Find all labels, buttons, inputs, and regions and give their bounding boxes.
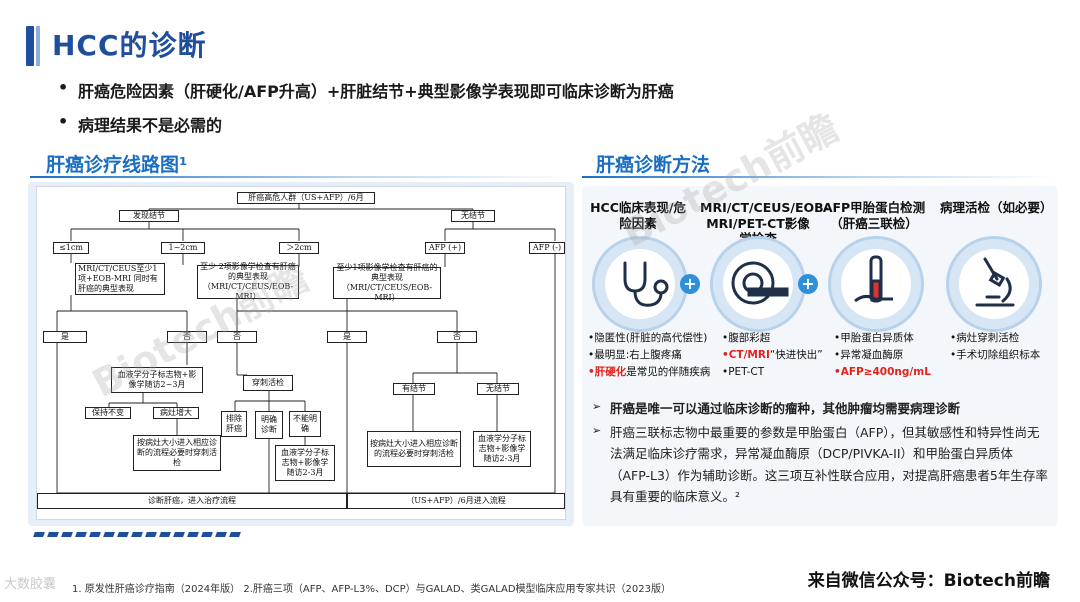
feature-item: •CT/MRI“快进快出” bbox=[722, 347, 823, 364]
feature-highlight: •AFP≥400ng/mL bbox=[834, 365, 931, 378]
fc-biopsy: 穿刺活检 bbox=[243, 375, 293, 391]
microscope-icon bbox=[946, 236, 1042, 332]
features-pathology: •病灶穿刺活检 •手术切除组织标本 bbox=[950, 330, 1040, 364]
fc-mri-one-plus-eob: MRI/CT/CEUS至少1项+EOB-MRI 同时有肝癌的典型表现 bbox=[75, 263, 165, 295]
feature-item: •手术切除组织标本 bbox=[950, 348, 1041, 361]
left-section-underline bbox=[30, 176, 576, 178]
feature-text: “快进快出” bbox=[769, 348, 823, 361]
feature-text: 是 bbox=[626, 365, 637, 378]
feature-item: •肝硬化是常见的伴随疾病 bbox=[588, 364, 710, 381]
feature-item: •隐匿性(肝脏的高代偿性) bbox=[588, 332, 708, 344]
stethoscope-icon bbox=[592, 236, 688, 332]
method-head-pathology: 病理活检（如必要） bbox=[940, 200, 1053, 215]
fc-diagnosed: 明确诊断 bbox=[255, 411, 283, 439]
fc-no-nodule: 无结节 bbox=[451, 210, 495, 222]
plus-icon: + bbox=[798, 274, 818, 294]
fc-high-risk-group: 肝癌高危人群（US+AFP）/6月 bbox=[237, 192, 375, 204]
source-credit: 来自微信公众号：Biotech前瞻 bbox=[807, 571, 1050, 591]
fc-excluded: 排除肝癌 bbox=[221, 411, 247, 437]
fc-no-3: 否 bbox=[437, 331, 477, 343]
blood-test-tube-icon bbox=[828, 236, 924, 332]
fc-gt-2cm: ＞2cm bbox=[279, 242, 319, 254]
feature-item: •病灶穿刺活检 bbox=[950, 332, 1020, 344]
feature-item: •腹部彩超 bbox=[722, 332, 771, 344]
fc-no-1: 否 bbox=[167, 331, 207, 343]
fc-has-nodule: 有结节 bbox=[393, 383, 435, 395]
title-accent-bar bbox=[26, 26, 34, 66]
method-head-clinical: HCC临床表现/危险因素 bbox=[590, 200, 686, 231]
right-section-title: 肝癌诊断方法 bbox=[596, 154, 711, 176]
fc-no-2: 否 bbox=[217, 331, 257, 343]
fc-unclear: 不能明确 bbox=[289, 411, 321, 437]
fc-no-nodule-2: 无结节 bbox=[477, 383, 519, 395]
fc-yes-1: 是 bbox=[43, 331, 87, 343]
fc-followup-2: 血液学分子标志物+影像学随访2-3月 bbox=[275, 445, 335, 481]
feature-highlight: •CT/MRI bbox=[722, 348, 770, 361]
fc-1-2cm: 1~2cm bbox=[161, 242, 205, 254]
feature-highlight: •肝硬化 bbox=[588, 365, 627, 378]
footnote: 1. 原发性肝癌诊疗指南（2024年版） 2.肝癌三项（AFP、AFP-L3%、… bbox=[72, 584, 671, 595]
plus-icon: + bbox=[680, 274, 700, 294]
fc-stable: 保持不变 bbox=[85, 407, 131, 419]
title-accent-bar-light bbox=[36, 26, 40, 66]
bullet-item: 肝癌危险因素（肝硬化/AFP升高）+肝脏结节+典型影像学表现即可临床诊断为肝癌 bbox=[58, 78, 674, 102]
fc-followup-3: 血液学分子标志物+影像学随访2-3月 bbox=[473, 431, 531, 467]
fc-two-imaging: 至少 2项影像学检查有肝癌的典型表现（MRI/CT/CEUS/EOB-MRI） bbox=[197, 262, 299, 301]
page-title: HCC的诊断 bbox=[52, 29, 207, 62]
left-section-title: 肝癌诊疗线路图¹ bbox=[46, 154, 188, 176]
fc-afp-negative: AFP (-) bbox=[529, 242, 565, 254]
fc-followup-1: 血液学分子标志物+影像学随访2~3月 bbox=[111, 367, 203, 393]
decorative-dash-strip bbox=[33, 532, 241, 537]
fc-found-nodule: 发现结节 bbox=[119, 210, 179, 222]
fc-by-lesion-size-2: 按病灶大小进入相应诊断的流程必要时穿刺活检 bbox=[367, 431, 461, 467]
fc-le-1cm: ≤1cm bbox=[53, 242, 89, 254]
feature-text: 常见的伴随疾病 bbox=[636, 365, 711, 378]
feature-item: •异常凝血酶原 bbox=[834, 348, 904, 361]
fc-by-lesion-size: 按病灶大小进入相应诊断的流程必要时穿刺活检 bbox=[133, 435, 221, 471]
bullet-list: 肝癌危险因素（肝硬化/AFP升高）+肝脏结节+典型影像学表现即可临床诊断为肝癌 … bbox=[58, 78, 674, 146]
note-text: 肝癌是唯一可以通过临床诊断的瘤种，其他肿瘤均需要病理诊断 bbox=[610, 401, 961, 416]
flowchart: 肝癌高危人群（US+AFP）/6月 发现结节 无结节 ≤1cm 1~2cm ＞2… bbox=[36, 186, 566, 520]
feature-item: •最明显:右上腹疼痛 bbox=[588, 348, 682, 361]
feature-item: •PET-CT bbox=[722, 365, 765, 378]
fc-diagnose-final: 诊断肝癌，进入治疗流程 bbox=[37, 493, 347, 509]
corner-logo: 大数胶囊 bbox=[4, 577, 57, 592]
fc-yes-2: 是 bbox=[327, 331, 367, 343]
method-head-afp: AFP甲胎蛋白检测（肝癌三联检） bbox=[822, 200, 926, 231]
fc-one-imaging: 至少1项影像学检查有肝癌的典型表现（MRI/CT/CEUS/EOB-MRI） bbox=[333, 263, 441, 302]
note-clinical-diagnosis: 肝癌是唯一可以通过临床诊断的瘤种，其他肿瘤均需要病理诊断 bbox=[592, 398, 1052, 419]
note-text: 肝癌三联标志物中最重要的参数是甲胎蛋白（AFP），但其敏感性和特异性尚无法满足临… bbox=[610, 425, 1048, 504]
right-section-underline bbox=[582, 176, 1058, 178]
fc-usafp-final: （US+AFP）/6月进入流程 bbox=[347, 493, 565, 509]
bullet-item: 病理结果不是必需的 bbox=[58, 112, 674, 136]
feature-item: •甲胎蛋白异质体 bbox=[834, 332, 914, 344]
features-afp: •甲胎蛋白异质体 •异常凝血酶原 •AFP≥400ng/mL bbox=[834, 330, 931, 380]
features-clinical: •隐匿性(肝脏的高代偿性) •最明显:右上腹疼痛 •肝硬化是常见的伴随疾病 bbox=[588, 330, 710, 380]
note-afp-triple: 肝癌三联标志物中最重要的参数是甲胎蛋白（AFP），但其敏感性和特异性尚无法满足临… bbox=[592, 422, 1052, 507]
fc-growth: 病灶增大 bbox=[153, 407, 199, 419]
features-imaging: •腹部彩超 •CT/MRI“快进快出” •PET-CT bbox=[722, 330, 823, 380]
fc-afp-positive: AFP (+) bbox=[425, 242, 465, 254]
mri-scanner-icon bbox=[710, 236, 806, 332]
